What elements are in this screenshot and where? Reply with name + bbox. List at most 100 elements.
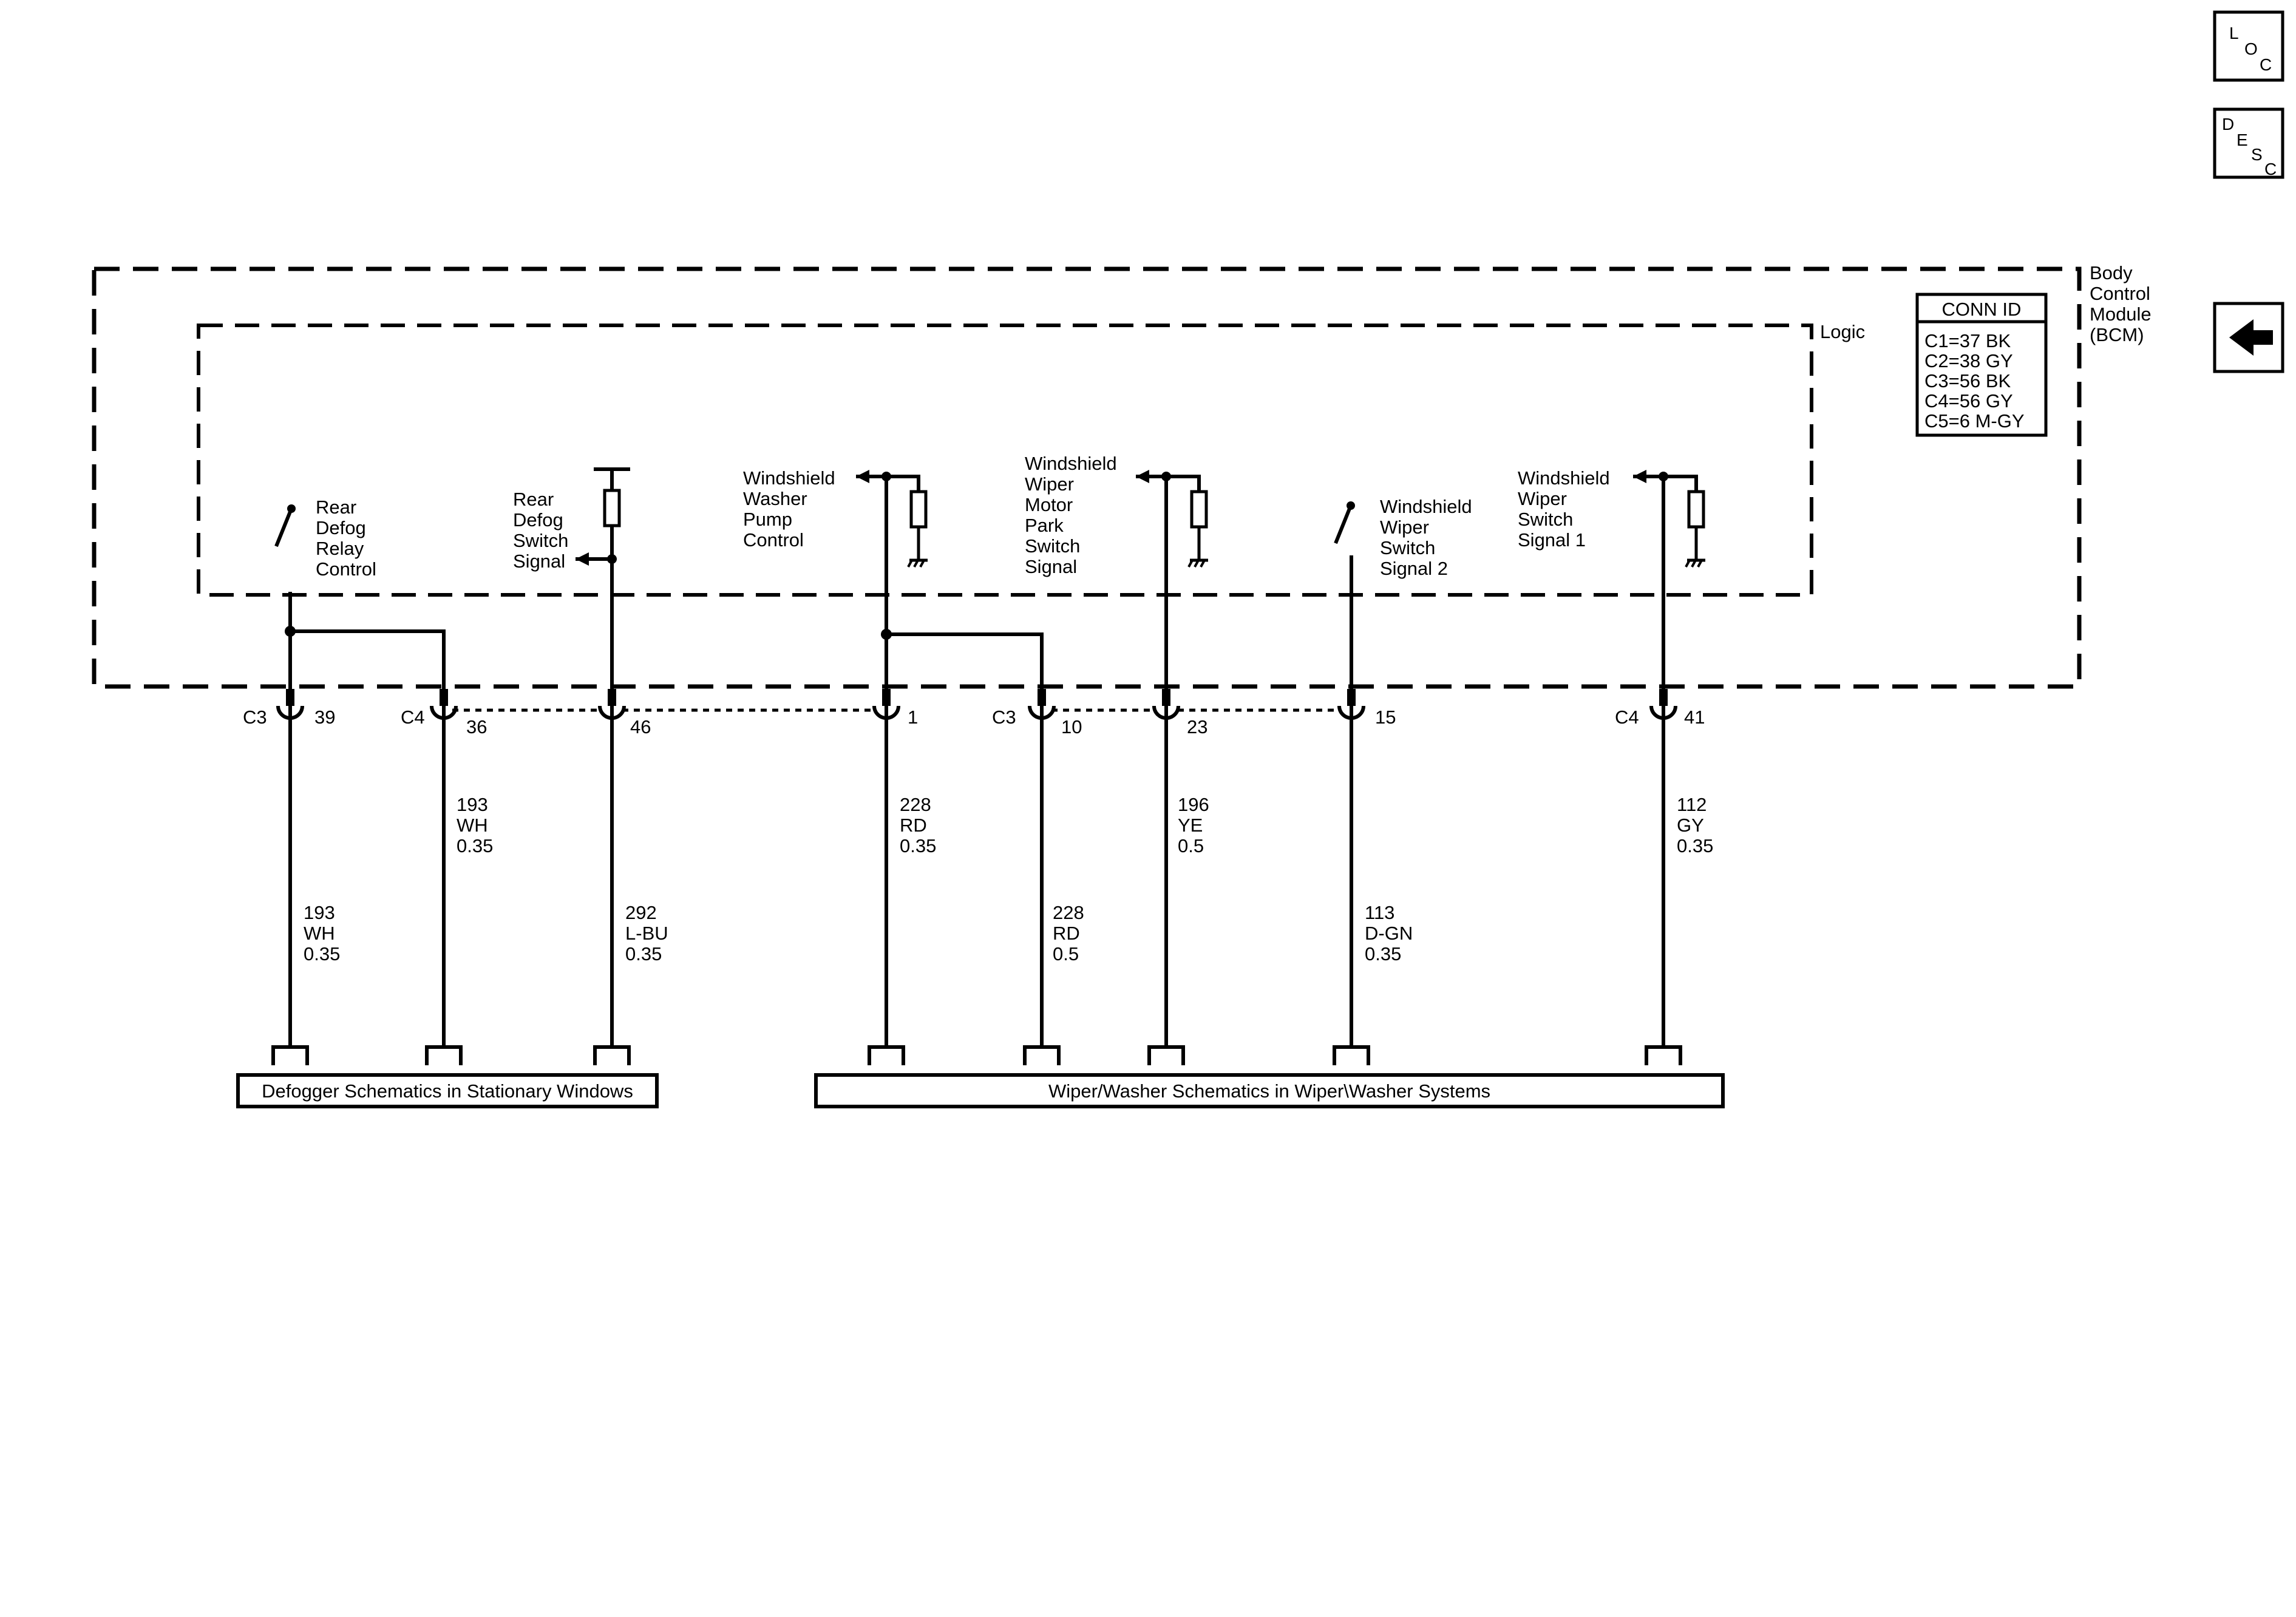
circuit-label-line: Rear <box>513 489 554 510</box>
connector-pin: 23 <box>1152 689 1207 1047</box>
defogger-schematics-link[interactable]: Defogger Schematics in Stationary Window… <box>236 1073 659 1108</box>
defogger-schematics-link-text: Defogger Schematics in Stationary Window… <box>262 1080 633 1102</box>
reference-terminal <box>271 1045 1682 1065</box>
connector-pin: C4 41 <box>1615 689 1705 1047</box>
circuit-label-line: Switch <box>513 530 568 551</box>
wire-circuit-number: 228 <box>900 794 931 815</box>
connector-pin-number: 46 <box>630 716 651 737</box>
circuit-label-line: Windshield <box>743 467 835 489</box>
left-arrow-icon <box>2229 319 2273 356</box>
pull-down-resistor-icon <box>909 490 928 529</box>
connector-name: C4 <box>1615 707 1639 728</box>
circuit-label-line: Pump <box>743 509 792 530</box>
wire-label: 193 WH 0.35 <box>457 794 493 856</box>
conn-id-row: C2=38 GY <box>1924 350 2013 371</box>
wire-circuit-number: 196 <box>1178 794 1209 815</box>
wire-circuit-number: 228 <box>1053 902 1084 923</box>
windshield-washer-pump-control-circuit: Windshield Washer Pump Control <box>743 467 1044 689</box>
circuit-label-line: Control <box>316 558 376 580</box>
connector-pin-number: 1 <box>908 707 918 728</box>
loc-letter-3: C <box>2260 55 2272 74</box>
desc-button[interactable]: D E S C <box>2213 107 2284 179</box>
wire-label: 228 RD 0.5 <box>1053 902 1084 964</box>
circuit-label-line: Signal 1 <box>1518 529 1586 551</box>
connector-pin-number: 23 <box>1187 716 1207 737</box>
wire-color: GY <box>1677 815 1704 836</box>
wire-color: YE <box>1178 815 1203 836</box>
connector-pin: 15 <box>1337 689 1396 1047</box>
logic-boundary <box>197 324 1813 597</box>
loc-letter-1: L <box>2229 24 2239 42</box>
connector-name: C3 <box>992 707 1016 728</box>
circuit-label-line: Park <box>1025 515 1064 536</box>
wiper-washer-schematics-link[interactable]: Wiper/Washer Schematics in Wiper\Washer … <box>814 1073 1725 1108</box>
circuit-label-line: Signal <box>513 551 565 572</box>
connector-pin: C4 36 <box>401 689 487 1047</box>
wire-color: RD <box>1053 923 1080 944</box>
wire-circuit-number: 112 <box>1677 794 1707 815</box>
wire-circuit-number: 113 <box>1365 902 1394 923</box>
wire-color: WH <box>304 923 335 944</box>
wire-size: 0.35 <box>900 835 936 856</box>
wire-label: 193 WH 0.35 <box>304 902 340 964</box>
back-button[interactable] <box>2213 302 2284 373</box>
circuit-label-line: Motor <box>1025 494 1073 515</box>
circuit-label-line: Windshield <box>1025 453 1117 474</box>
windshield-wiper-switch-signal-1-circuit: Windshield Wiper Switch Signal 1 <box>1518 467 1705 689</box>
wire-color: RD <box>900 815 927 836</box>
wire-label: 228 RD 0.35 <box>900 794 936 856</box>
connector-pin: C3 10 <box>992 689 1082 1047</box>
desc-letter-3: S <box>2251 145 2263 164</box>
wire-label: 113 D-GN 0.35 <box>1365 902 1413 964</box>
connector-pin-number: 36 <box>466 716 487 737</box>
circuit-label-line: Switch <box>1380 537 1435 558</box>
circuit-label-line: Defog <box>316 517 366 538</box>
bcm-name-line-4: (BCM) <box>2090 324 2144 345</box>
rear-defog-relay-control-circuit: Rear Defog Relay Control <box>274 497 446 689</box>
bcm-name-line-3: Module <box>2090 303 2152 325</box>
conn-id-table: CONN ID C1=37 BK C2=38 GY C3=56 BK C4=56… <box>1915 293 2048 437</box>
loc-button[interactable]: L O C <box>2213 10 2284 82</box>
connector-pin-number: 39 <box>314 707 335 728</box>
conn-id-row: C3=56 BK <box>1924 370 2011 392</box>
circuit-label-line: Signal <box>1025 556 1077 577</box>
wire-size: 0.35 <box>1365 943 1401 964</box>
circuit-label-line: Switch <box>1518 509 1573 530</box>
ground-icon <box>1187 558 1208 568</box>
pull-down-resistor-icon <box>1190 490 1208 529</box>
conn-id-row: C4=56 GY <box>1924 390 2013 412</box>
circuit-label-line: Switch <box>1025 535 1080 557</box>
connector-pin: 1 <box>872 689 918 1047</box>
ground-icon <box>1685 558 1705 568</box>
windshield-wiper-motor-park-switch-circuit: Windshield Wiper Motor Park Switch Signa… <box>1025 453 1208 689</box>
bcm-name: Body Control Module (BCM) <box>2090 262 2152 345</box>
wire-size: 0.35 <box>304 943 340 964</box>
conn-id-row: C1=37 BK <box>1924 330 2011 351</box>
pull-up-resistor-icon <box>603 489 621 527</box>
logic-label: Logic <box>1820 321 1865 342</box>
wire-color: D-GN <box>1365 923 1413 944</box>
wire-label: 112 GY 0.35 <box>1677 794 1713 856</box>
connector-pin-number: 41 <box>1684 707 1705 728</box>
connector-pin-number: 10 <box>1061 716 1082 737</box>
conn-id-title: CONN ID <box>1942 299 2022 320</box>
circuit-label-line: Signal 2 <box>1380 558 1448 579</box>
rear-defog-switch-signal-circuit: Rear Defog Switch Signal <box>513 467 630 689</box>
wire-size: 0.35 <box>625 943 662 964</box>
desc-letter-4: C <box>2264 160 2277 178</box>
wire-circuit-number: 292 <box>625 902 657 923</box>
wire-circuit-number: 193 <box>304 902 335 923</box>
wire-size: 0.5 <box>1053 943 1079 964</box>
wire-color: WH <box>457 815 488 836</box>
connector-pin-number: 15 <box>1375 707 1396 728</box>
connector-pin: 46 <box>598 689 651 1047</box>
circuit-label-line: Relay <box>316 538 364 559</box>
windshield-wiper-switch-signal-2-circuit: Windshield Wiper Switch Signal 2 <box>1334 496 1472 689</box>
bcm-name-line-1: Body <box>2090 262 2133 283</box>
pull-down-resistor-icon <box>1687 490 1705 529</box>
circuit-label-line: Wiper <box>1380 517 1429 538</box>
wire-label: 292 L-BU 0.35 <box>625 902 668 964</box>
wire-label: 196 YE 0.5 <box>1178 794 1209 856</box>
wire-circuit-number: 193 <box>457 794 488 815</box>
circuit-label-line: Windshield <box>1518 467 1610 489</box>
